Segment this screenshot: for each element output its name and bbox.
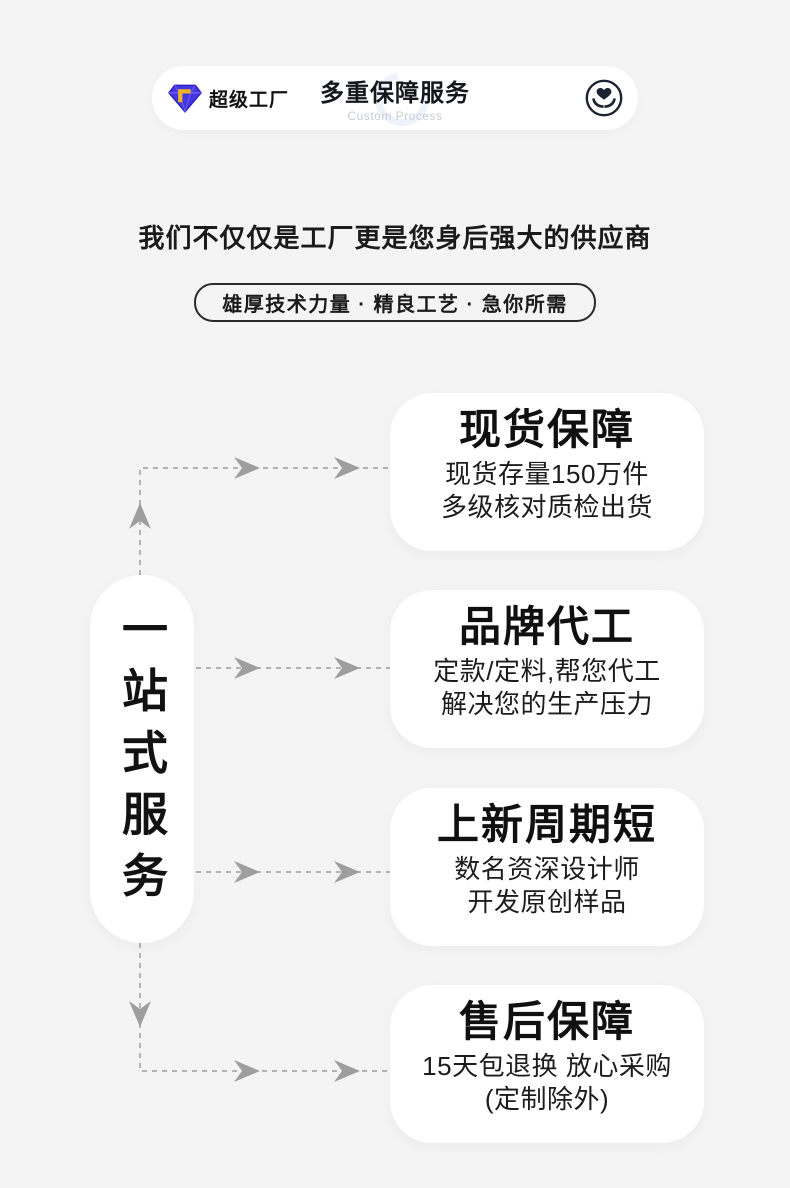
one-stop-service-pill: 一站式服务 — [90, 575, 194, 943]
one-stop-service-label: 一站式服务 — [116, 604, 168, 914]
arrow-right-icon — [334, 861, 360, 883]
card-after-sales: 售后保障 15天包退换 放心采购 (定制除外) — [390, 985, 704, 1143]
card-line: 现货存量150万件 — [445, 459, 649, 490]
card-line: (定制除外) — [484, 1084, 610, 1115]
card-line: 数名资深设计师 — [454, 854, 640, 885]
arrow-down-icon — [129, 1001, 151, 1027]
connector-top — [139, 467, 390, 575]
card-line: 定款/定料,帮您代工 — [433, 656, 661, 687]
card-body: 数名资深设计师 开发原创样品 — [454, 853, 640, 919]
card-line: 15天包退换 放心采购 — [422, 1051, 672, 1082]
card-line: 开发原创样品 — [467, 887, 627, 918]
card-line: 多级核对质检出货 — [440, 492, 653, 523]
header-subtitle: Custom Process — [347, 109, 443, 123]
tagline-pill: 雄厚技术力量 · 精良工艺 · 急你所需 — [194, 283, 596, 322]
card-fast-newness: 上新周期短 数名资深设计师 开发原创样品 — [390, 788, 704, 946]
tagline-row: 雄厚技术力量 · 精良工艺 · 急你所需 — [0, 283, 790, 322]
arrow-right-icon — [334, 457, 360, 479]
arrow-right-icon — [234, 861, 260, 883]
header-banner: 超级工厂 多重保障服务 Custom Process — [152, 61, 638, 137]
card-title: 现货保障 — [458, 406, 635, 453]
card-body: 15天包退换 放心采购 (定制除外) — [422, 1050, 672, 1116]
header-title: 多重保障服务 — [320, 80, 470, 107]
arrow-right-icon — [334, 1060, 360, 1082]
arrow-up-icon — [129, 503, 151, 529]
brand-name: 超级工厂 — [209, 89, 290, 111]
arrow-right-icon — [234, 657, 260, 679]
brand: 超级工厂 — [168, 66, 289, 130]
card-line: 解决您的生产压力 — [440, 689, 653, 720]
header-title-block: 多重保障服务 Custom Process — [152, 61, 638, 137]
arrow-right-icon — [234, 1060, 260, 1082]
card-title: 售后保障 — [458, 998, 635, 1045]
card-brand-oem: 品牌代工 定款/定料,帮您代工 解决您的生产压力 — [390, 590, 704, 748]
arrow-right-icon — [334, 657, 360, 679]
card-title: 品牌代工 — [458, 603, 635, 650]
diamond-gem-icon — [168, 84, 202, 113]
connector-bottom — [139, 943, 390, 1072]
card-title: 上新周期短 — [436, 801, 657, 848]
card-stock-guarantee: 现货保障 现货存量150万件 多级核对质检出货 — [390, 393, 704, 551]
card-body: 现货存量150万件 多级核对质检出货 — [441, 458, 653, 524]
card-body: 定款/定料,帮您代工 解决您的生产压力 — [433, 655, 660, 721]
headline: 我们不仅仅是工厂更是您身后强大的供应商 — [138, 223, 652, 253]
hands-heart-icon — [585, 79, 623, 117]
arrow-right-icon — [234, 457, 260, 479]
